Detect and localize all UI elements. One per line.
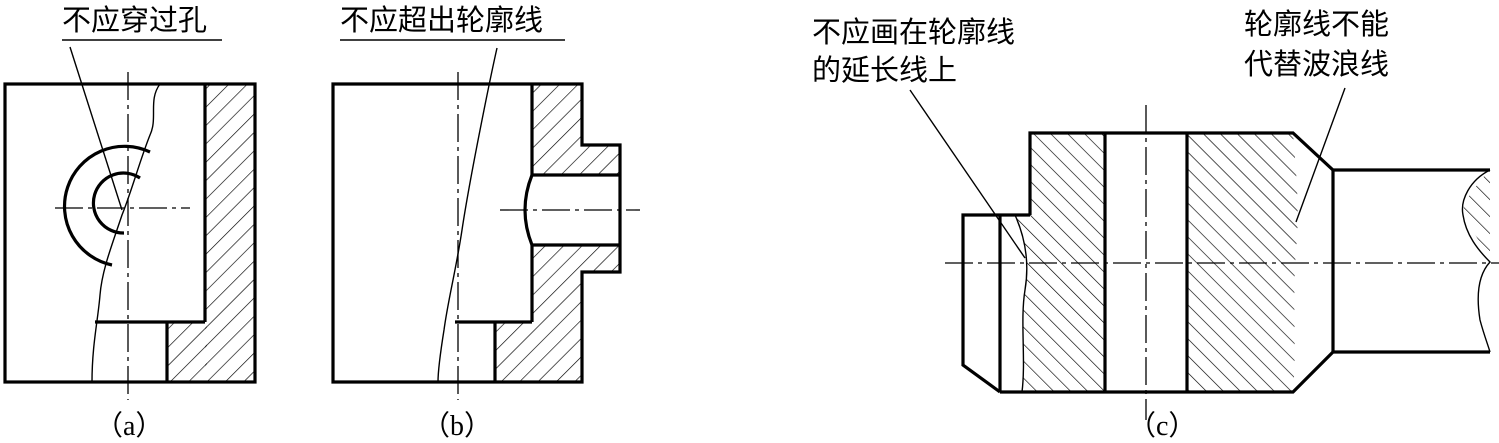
panel-b: 不应超出轮廓线 （b）	[331, 3, 640, 442]
panel-c-break-line	[1014, 214, 1028, 393]
panel-c: 不应画在轮廓线 的延长线上 轮廓线不能 代替波浪线 （c）	[812, 7, 1499, 442]
panel-b-break-line	[437, 47, 498, 383]
panel-b-annotation: 不应超出轮廓线	[340, 3, 543, 37]
panel-a: 不应穿过孔 （a）	[3, 3, 257, 442]
panel-a-annotation: 不应穿过孔	[62, 3, 207, 37]
panel-c-annotation-right-2: 代替波浪线	[1244, 47, 1389, 81]
panel-a-break-line	[91, 83, 161, 383]
panel-c-annotation-right-1: 轮廓线不能	[1244, 7, 1389, 41]
panel-c-annotation-left-2: 的延长线上	[812, 53, 957, 87]
panel-a-caption: （a）	[95, 410, 163, 442]
panel-b-outline	[331, 82, 622, 384]
panel-b-caption: （b）	[422, 410, 492, 442]
panel-c-annotation-left-1: 不应画在轮廓线	[812, 15, 1015, 49]
panel-a-hatching	[167, 84, 255, 382]
panel-c-caption: （c）	[1128, 410, 1196, 442]
panel-b-hatching	[495, 84, 620, 382]
panel-a-outline	[3, 82, 257, 384]
